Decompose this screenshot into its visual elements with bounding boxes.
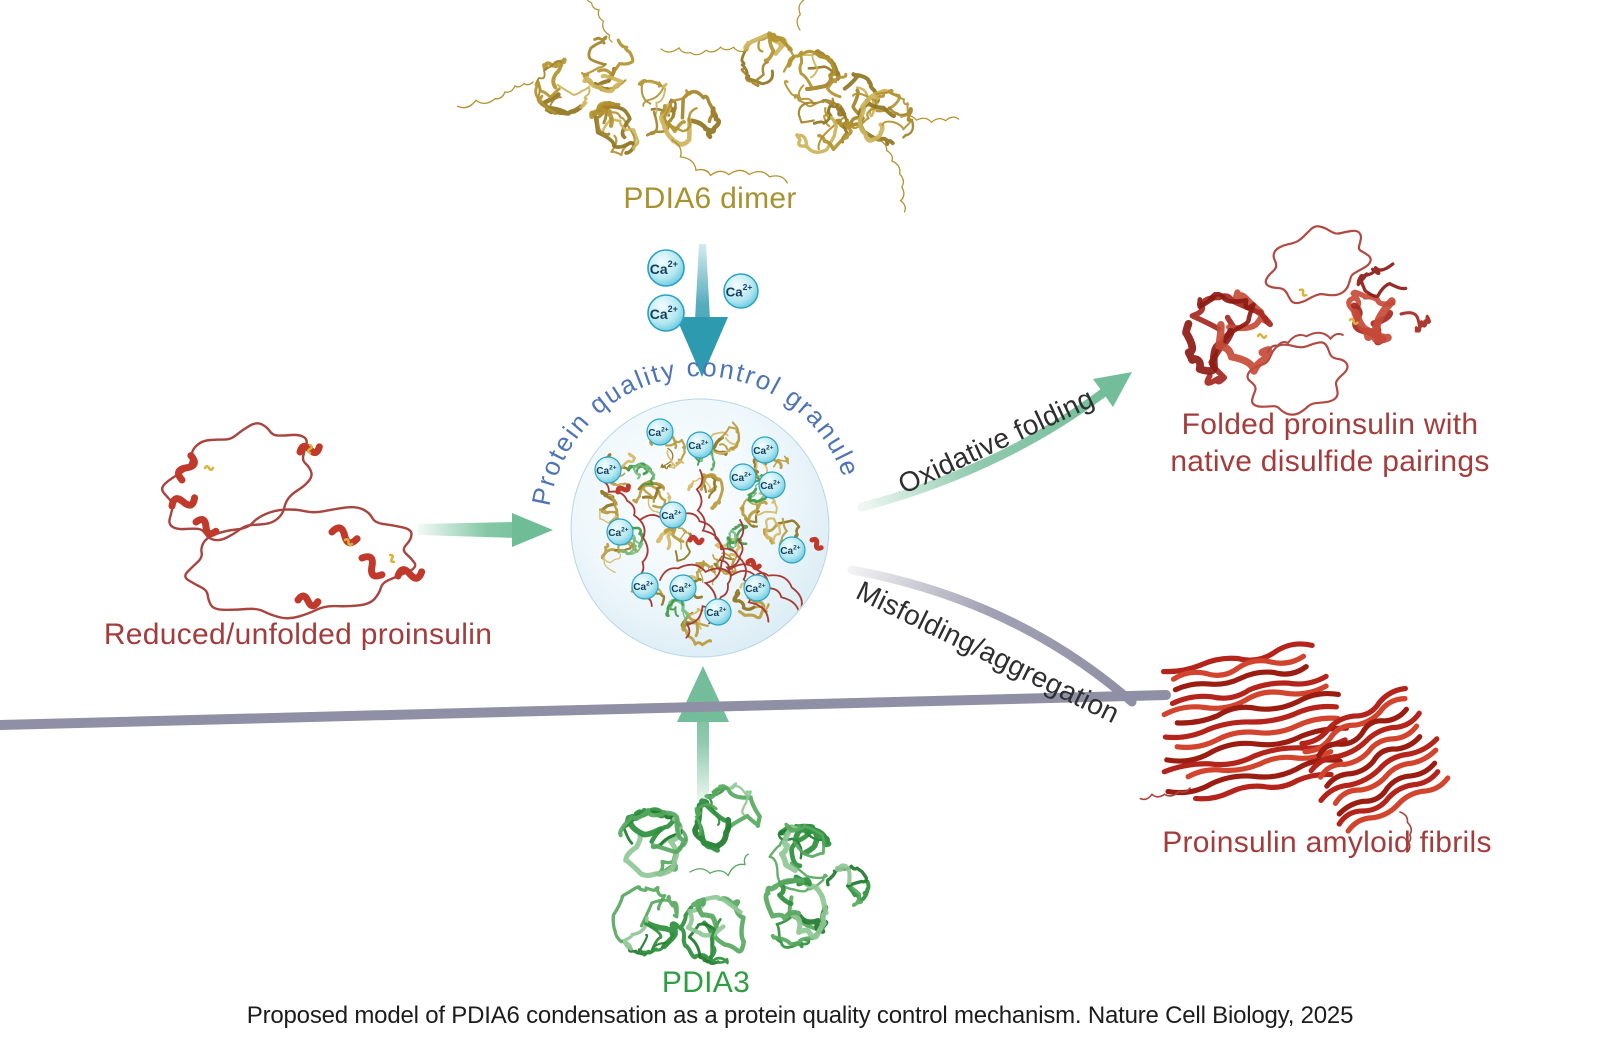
free-calcium-ions: Ca2+ Ca2+ Ca2+	[647, 249, 759, 332]
folded-proinsulin-label-line2: native disulfide pairings	[1170, 445, 1490, 478]
protein-quality-control-granule: Ca2+Ca2+Ca2+Ca2+Ca2+Ca2+Ca2+Ca2+Ca2+Ca2+…	[570, 398, 830, 658]
pdia3-structure	[611, 782, 871, 965]
substrate-entry-arrow-shaft	[418, 522, 516, 538]
calcium-ion: Ca2+	[647, 294, 685, 332]
calcium-ion: Ca2+	[631, 572, 659, 600]
calcium-ion: Ca2+	[686, 431, 714, 459]
process-arrows	[0, 244, 1171, 805]
pdia6-dimer-label: PDIA6 dimer	[623, 182, 797, 215]
calcium-ion: Ca2+	[743, 574, 771, 602]
calcium-ion: Ca2+	[647, 249, 685, 287]
oxidative-folding-arrow	[857, 388, 1108, 512]
calcium-ion: Ca2+	[729, 463, 757, 491]
pdia3-entry-arrowhead	[677, 666, 729, 722]
calcium-ion: Ca2+	[659, 501, 687, 529]
calcium-influx-arrow-shaft	[695, 244, 710, 320]
reduced-proinsulin-label: Reduced/unfolded proinsulin	[103, 618, 493, 651]
oxidative-folding-arrowhead	[1093, 372, 1132, 407]
pdia3-entry-arrow-shaft	[697, 718, 709, 805]
substrate-entry-arrowhead	[512, 513, 553, 547]
folded-proinsulin-label-line1: Folded proinsulin with	[1181, 408, 1479, 441]
pdia3-label: PDIA3	[661, 966, 751, 999]
calcium-ion: Ca2+	[723, 273, 759, 309]
reduced-proinsulin-structure	[160, 422, 426, 620]
calcium-ion: Ca2+	[778, 536, 806, 564]
calcium-ion: Ca2+	[646, 418, 674, 446]
amyloid-fibrils-label: Proinsulin amyloid fibrils	[1162, 826, 1492, 859]
calcium-ion: Ca2+	[751, 436, 779, 464]
figure-caption: Proposed model of PDIA6 condensation as …	[246, 1002, 1354, 1029]
misfolding-inhibition-bar	[0, 690, 1171, 730]
calcium-ion: Ca2+	[594, 456, 622, 484]
calcium-ion: Ca2+	[669, 574, 697, 602]
amyloid-fibrils-structure	[1139, 641, 1451, 853]
calcium-ion: Ca2+	[606, 518, 634, 546]
folded-proinsulin-structure	[1182, 225, 1431, 416]
calcium-influx-arrowhead	[676, 317, 728, 377]
calcium-ion: Ca2+	[704, 598, 732, 626]
granule-calcium-ions: Ca2+Ca2+Ca2+Ca2+Ca2+Ca2+Ca2+Ca2+Ca2+Ca2+…	[594, 418, 806, 626]
misfolding-arrow	[847, 565, 1137, 707]
calcium-ion: Ca2+	[758, 471, 786, 499]
pdia6-dimer-structure	[456, 0, 960, 213]
folded-proinsulin-label: Folded proinsulin with native disulfide …	[1170, 406, 1489, 480]
